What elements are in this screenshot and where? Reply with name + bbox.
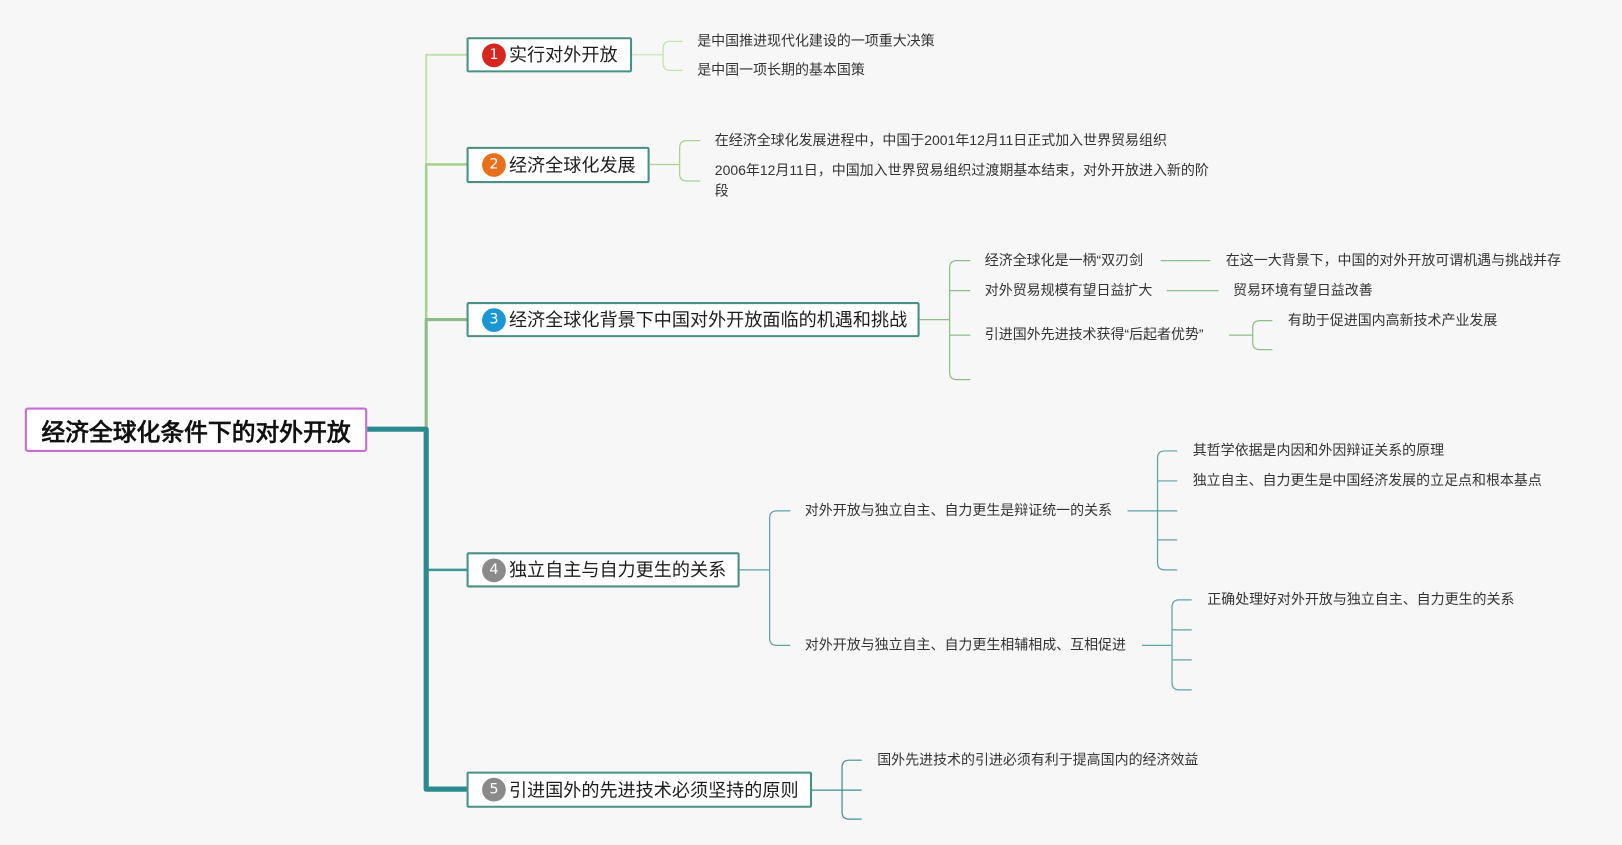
main-topic-5[interactable]: 5 引进国外的先进技术必须坚持的原则 <box>466 771 813 808</box>
connector-topic-3-3-children <box>1228 320 1273 351</box>
connector-central-to-topic-5 <box>367 426 467 792</box>
connector-topic-5-children <box>812 759 862 820</box>
subtopic-4-1-2[interactable]: 独立自主、自力更生是中国经济发展的立足点和根本基点 <box>1192 472 1542 489</box>
empty-subtopic[interactable] <box>1193 560 1203 581</box>
subtopic-4-1-1[interactable]: 其哲学依据是内因和外因辩证关系的原理 <box>1192 442 1445 459</box>
subtopic-4-2-1[interactable]: 正确处理好对外开放与独立自主、自力更生的关系 <box>1207 591 1515 608</box>
connector-topic-4-1-children <box>1127 450 1178 571</box>
number-3-icon: 3 <box>482 307 506 332</box>
main-topic-label: 经济全球化背景下中国对外开放面临的机遇和挑战 <box>508 309 908 330</box>
empty-subtopic[interactable] <box>1193 501 1203 522</box>
subtopic-4-2[interactable]: 对外开放与独立自主、自力更生相辅相成、互相促进 <box>804 637 1126 653</box>
main-topic-4[interactable]: 4 独立自主与自力更生的关系 <box>466 552 740 588</box>
connector-topic-3-children <box>919 260 971 381</box>
connector-topic-4-children <box>739 510 791 647</box>
main-topic-label: 经济全球化发展 <box>508 154 636 176</box>
empty-subtopic[interactable] <box>877 780 887 801</box>
connector-central-to-topic-3 <box>424 318 467 430</box>
subtopic-3-3-1[interactable]: 有助于促进国内高新技术产业发展 <box>1287 312 1498 328</box>
subtopic-3-2[interactable]: 对外贸易规模有望日益扩大 <box>984 282 1153 298</box>
subtopic-3-1[interactable]: 经济全球化是一柄“双刃剑 <box>984 252 1144 268</box>
subtopic-4-1[interactable]: 对外开放与独立自主、自力更生是辩证统一的关系 <box>804 502 1113 519</box>
main-topic-2[interactable]: 2 经济全球化发展 <box>466 146 650 184</box>
empty-subtopic[interactable] <box>1207 680 1217 701</box>
main-topic-1[interactable]: 1 实行对外开放 <box>466 37 633 73</box>
connector-central-to-topic-2 <box>424 163 467 430</box>
number-4-icon: 4 <box>482 557 506 582</box>
subtopic-2-1[interactable]: 在经济全球化发展进程中，中国于2001年12月11日正式加入世界贸易组织 <box>714 132 1167 148</box>
main-topic-label: 独立自主与自力更生的关系 <box>508 559 727 581</box>
empty-subtopic[interactable] <box>985 369 995 390</box>
empty-subtopic[interactable] <box>1207 650 1217 671</box>
subtopic-5-1[interactable]: 国外先进技术的引进必须有利于提高国内的经济效益 <box>877 751 1199 768</box>
connector-topic-4-2-children <box>1142 599 1192 691</box>
subtopic-3-1-1[interactable]: 在这一大背景下，中国的对外开放可谓机遇与挑战并存 <box>1225 252 1561 268</box>
connector-topic-1-children <box>632 40 683 71</box>
empty-subtopic[interactable] <box>1288 339 1298 360</box>
subtopic-1-1[interactable]: 是中国推进现代化建设的一项重大决策 <box>697 33 935 49</box>
empty-subtopic[interactable] <box>1193 530 1203 551</box>
subtopic-3-2-1[interactable]: 贸易环境有望日益改善 <box>1233 282 1373 298</box>
number-2-icon: 2 <box>482 153 506 177</box>
subtopic-1-2[interactable]: 是中国一项长期的基本国策 <box>697 62 865 78</box>
central-topic[interactable]: 经济全球化条件下的对外开放 <box>24 407 368 452</box>
number-1-icon: 1 <box>482 42 506 67</box>
main-topic-3[interactable]: 3 经济全球化背景下中国对外开放面临的机遇和挑战 <box>466 302 920 338</box>
number-5-icon: 5 <box>482 777 506 802</box>
subtopic-3-3[interactable]: 引进国外先进技术获得“后起者优势” <box>984 326 1204 343</box>
main-topic-label: 引进国外的先进技术必须坚持的原则 <box>508 779 799 801</box>
subtopic-2-2[interactable]: 2006年12月11日，中国加入世界贸易组织过渡期基本结束，对外开放进入新的阶段 <box>714 162 1209 199</box>
connector-central-to-topic-1 <box>425 53 467 430</box>
main-topic-label: 实行对外开放 <box>508 44 618 66</box>
empty-subtopic[interactable] <box>877 809 887 830</box>
connector-central-to-topic-4 <box>424 429 467 572</box>
connector-topic-2-children <box>649 140 701 182</box>
empty-subtopic[interactable] <box>1207 620 1217 641</box>
